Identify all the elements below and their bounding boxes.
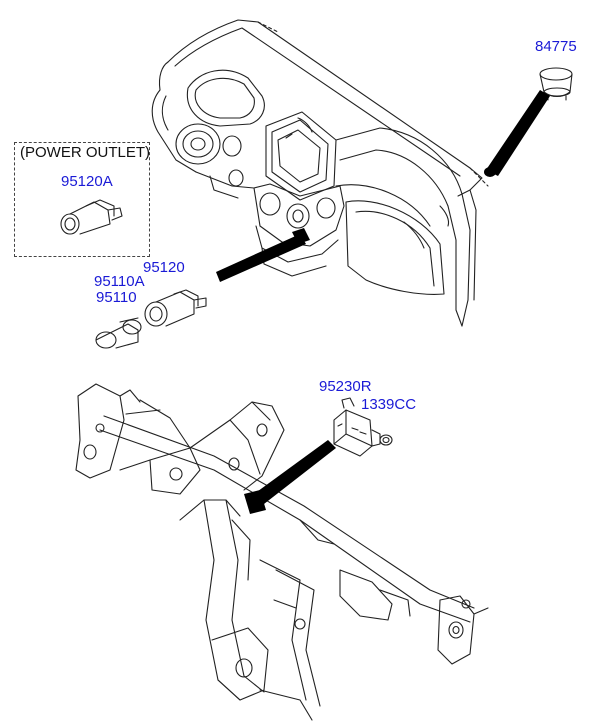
- part-label-1339CC: 1339CC: [361, 396, 417, 413]
- leader-wedges: [216, 90, 550, 514]
- part-label-95120: 95120: [143, 259, 185, 276]
- leader-84775: [486, 90, 550, 176]
- part-label-84775: 84775: [535, 38, 577, 55]
- leader-95230R-tip: [244, 490, 266, 514]
- power-outlet-title: (POWER OUTLET): [20, 144, 150, 161]
- cowl-cross-bar: [75, 383, 489, 721]
- part-95120A-socket: [60, 199, 123, 235]
- part-95110-lighter: [95, 317, 142, 349]
- part-label-95110: 95110: [96, 289, 137, 306]
- part-label-95110A: 95110A: [94, 273, 145, 290]
- leader-84775-tip: [484, 167, 496, 177]
- power-outlet-callout-box: [14, 142, 150, 257]
- part-label-95230R: 95230R: [319, 378, 372, 395]
- leader-95230R: [254, 440, 336, 504]
- part-1339CC-nut: [379, 434, 393, 446]
- leader-95120-tip: [292, 228, 310, 244]
- leader-95120: [216, 234, 306, 282]
- part-95120-socket: [144, 289, 207, 327]
- part-label-95120A: 95120A: [61, 173, 113, 190]
- dashboard-panel: [151, 19, 489, 327]
